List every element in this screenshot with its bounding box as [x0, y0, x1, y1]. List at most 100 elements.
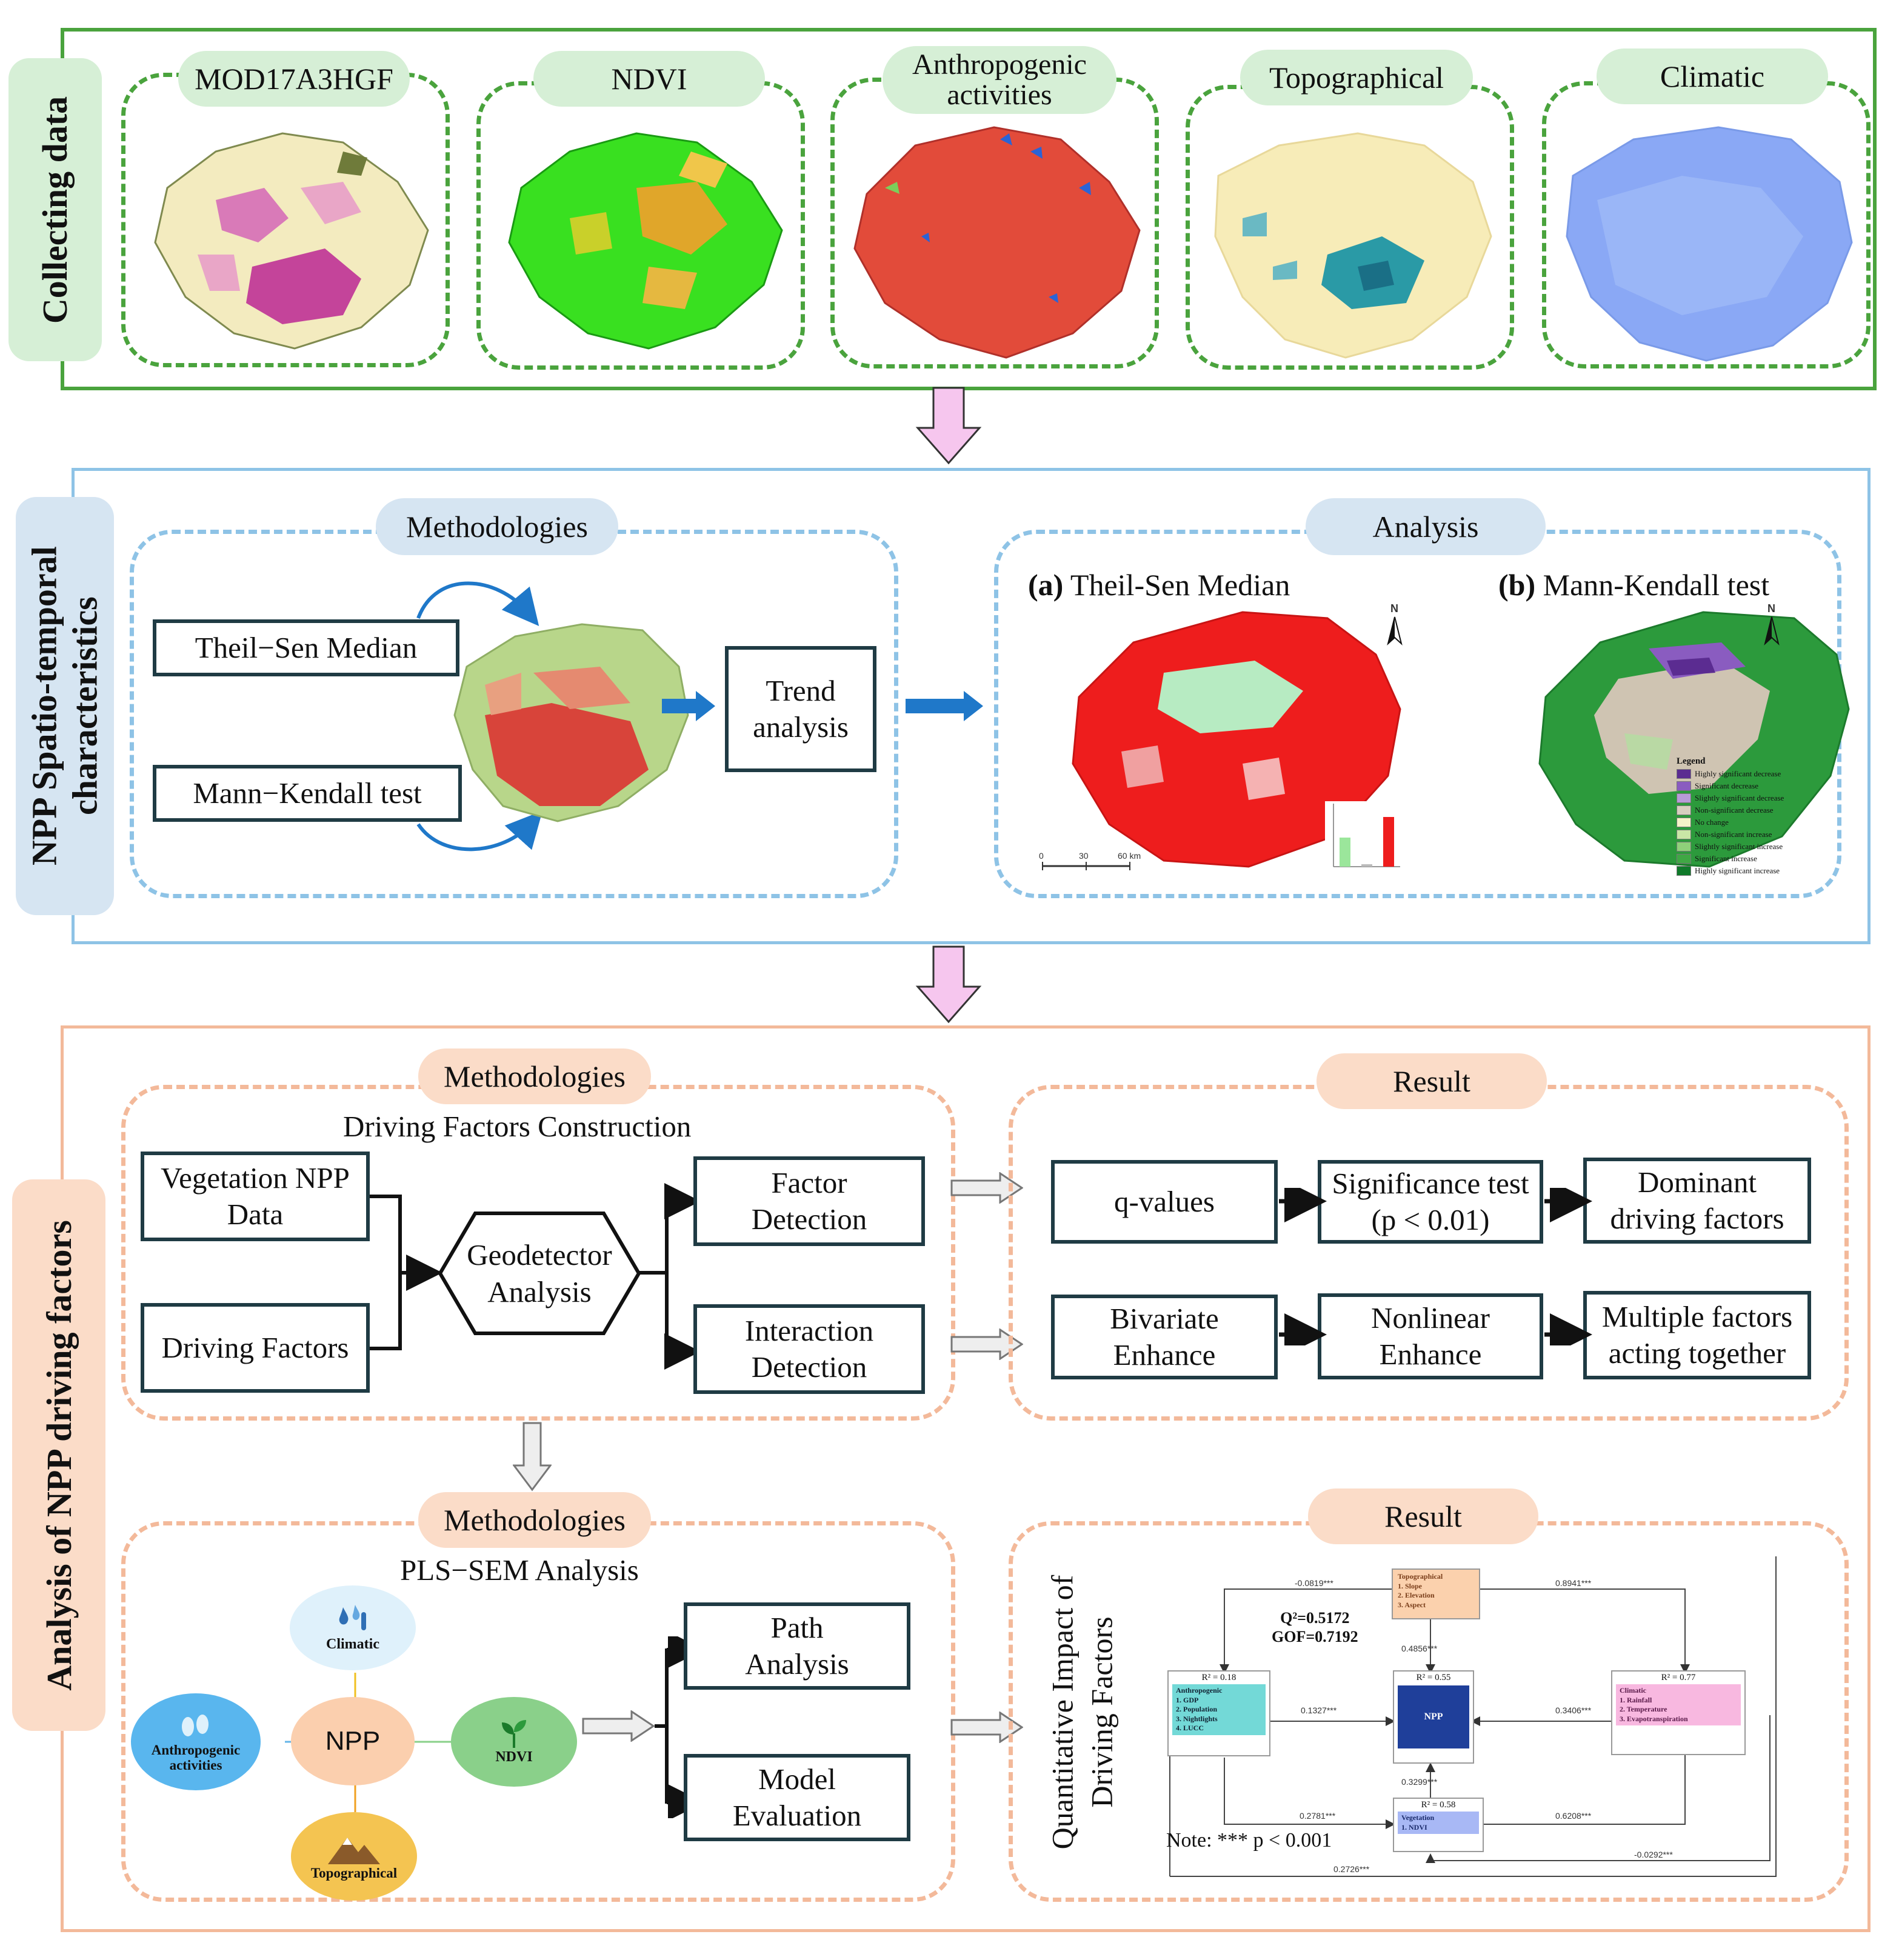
mk-legend-item: Significant decrease: [1677, 780, 1820, 792]
dominant-driving-factors-box: Dominant driving factors: [1583, 1158, 1811, 1244]
map-anthropogenic: [853, 126, 1141, 359]
mk-legend-swatch: [1677, 781, 1691, 791]
driving-factors-construction-title: Driving Factors Construction: [343, 1110, 692, 1143]
mk-legend-swatch: [1677, 805, 1691, 815]
curved-arrows: [416, 581, 543, 852]
pls-sem-pill: Methodologies: [418, 1492, 651, 1548]
pill-mod17a3hgf: MOD17A3HGF: [178, 51, 410, 107]
analysis-a-title: (a) Theil-Sen Median: [1028, 567, 1290, 602]
gof-value: GOF=0.7192: [1272, 1628, 1358, 1646]
quantitative-impact-label: Quantitative Impact of Driving Factors: [1030, 1539, 1133, 1885]
sem-veg-title: Vegetation: [1401, 1813, 1435, 1822]
mk-legend-swatch: [1677, 854, 1691, 864]
topographical-node: Topographical: [291, 1812, 417, 1901]
sem-veg-r2: R² = 0.58: [1421, 1800, 1456, 1810]
mann-kendall-box: Mann−Kendall test: [153, 765, 462, 822]
mk-legend-label: Slightly significant decrease: [1695, 793, 1784, 802]
pill-anthropogenic: Anthropogenic activities: [883, 46, 1116, 114]
climatic-node: Climatic: [290, 1585, 416, 1670]
analysis-b-tag: (b): [1498, 568, 1536, 602]
sem-note: Note: *** p < 0.001: [1166, 1829, 1332, 1852]
sem-connectors: [1169, 1556, 1777, 1877]
mk-legend-label: Significant decrease: [1695, 781, 1759, 790]
factor-detection-box: Factor Detection: [693, 1156, 925, 1246]
geodetector-connectors: [370, 1183, 701, 1370]
mk-legend-swatch: [1677, 793, 1691, 803]
mk-legend-swatch: [1677, 818, 1691, 827]
path-analysis-box: Path Analysis: [684, 1602, 910, 1690]
pill-climatic: Climatic: [1597, 48, 1828, 104]
sem-anthro-item-3: 3. Nightlights: [1176, 1714, 1218, 1723]
model-evaluation-box: Model Evaluation: [684, 1754, 910, 1841]
coef-anthro-veg: 0.2781***: [1300, 1811, 1336, 1821]
sem-climatic-item-2: 2. Temperature: [1620, 1705, 1667, 1714]
trend-analysis-box: Trend analysis: [725, 646, 876, 772]
mountain-icon: [328, 1838, 380, 1864]
sem-climatic-item-1: 1. Rainfall: [1620, 1695, 1652, 1704]
result1-arrows: [1279, 1188, 1592, 1345]
mk-legend-label: Slightly significant increase: [1695, 842, 1783, 851]
sem-anthro-item-4: 4. LUCC: [1176, 1724, 1204, 1733]
sem-climatic-title: Climatic: [1620, 1686, 1646, 1695]
ndvi-node-label: NDVI: [495, 1748, 533, 1765]
npp-node-label: NPP: [325, 1726, 381, 1756]
scale-label-0: 0: [1039, 851, 1044, 861]
analysis-a-tag: (a): [1028, 568, 1064, 602]
significance-test-box: Significance test (p < 0.01): [1318, 1160, 1543, 1244]
sem-anthro-item-2: 2. Population: [1176, 1705, 1218, 1714]
vegetation-npp-data-box: Vegetation NPP Data: [141, 1152, 370, 1241]
mk-legend-swatch: [1677, 842, 1691, 852]
npp-spatiotemporal-side-label: NPP Spatio-temporal characteristics: [16, 497, 114, 915]
coef-topo-anthro: -0.0819***: [1295, 1578, 1333, 1588]
coef-topo-npp: 0.4856***: [1401, 1644, 1438, 1653]
sem-anthro-r2: R² = 0.18: [1201, 1673, 1237, 1682]
driving-factors-side-label: Analysis of NPP driving factors: [12, 1179, 105, 1731]
blue-arrow-2: [906, 691, 983, 721]
sem-npp-box: R² = 0.55 NPP: [1393, 1670, 1474, 1764]
sem-topo-item-1: 1. Slope: [1398, 1581, 1423, 1590]
sem-anthro-item-1: 1. GDP: [1176, 1695, 1199, 1704]
pink-down-arrow-1: [915, 387, 982, 465]
mk-legend-item: Slightly significant increase: [1677, 841, 1820, 853]
nonlinear-enhance-box: Nonlinear Enhance: [1318, 1293, 1543, 1379]
sem-npp-r2: R² = 0.55: [1416, 1673, 1451, 1682]
scale-label-30: 30: [1079, 851, 1089, 861]
mk-legend-item: Significant increase: [1677, 853, 1820, 865]
mk-legend-title: Legend: [1677, 756, 1706, 766]
analysis-a-text: Theil-Sen Median: [1070, 568, 1290, 602]
analysis-b-text: Mann-Kendall test: [1543, 568, 1770, 602]
topographical-node-label: Topographical: [310, 1865, 398, 1881]
mk-legend-label: Highly significant decrease: [1695, 769, 1781, 778]
north-arrow-a: N: [1390, 602, 1398, 615]
sem-npp-title: NPP: [1398, 1685, 1469, 1748]
analysis-b-title: (b) Mann-Kendall test: [1498, 567, 1769, 602]
sem-veg-item-1: 1. NDVI: [1401, 1822, 1427, 1832]
mk-legend-label: Non-significant decrease: [1695, 805, 1774, 815]
collecting-data-side-label: Collecting data: [8, 58, 102, 361]
driving-factors-box: Driving Factors: [141, 1303, 370, 1393]
coef-anthro-npp: 0.1327***: [1301, 1705, 1337, 1715]
interaction-detection-box: Interaction Detection: [693, 1304, 925, 1394]
result1-pill: Result: [1317, 1053, 1547, 1109]
geodetector-pill: Methodologies: [418, 1048, 651, 1104]
coef-bottom-right: -0.0292***: [1634, 1850, 1673, 1859]
multiple-factors-box: Multiple factors acting together: [1583, 1291, 1811, 1379]
npp-analysis-pill: Analysis: [1306, 498, 1546, 555]
bivariate-enhance-box: Bivariate Enhance: [1051, 1295, 1278, 1379]
sem-topo-item-3: 3. Aspect: [1398, 1600, 1426, 1609]
sem-topo-title: Topographical: [1398, 1572, 1443, 1581]
pill-ndvi: NDVI: [533, 51, 765, 107]
mk-legend-label: Significant increase: [1695, 854, 1757, 863]
mann-kendall-map: [1538, 611, 1850, 868]
theil-sen-box: Theil−Sen Median: [153, 619, 459, 676]
sem-topo-item-2: 2. Elevation: [1398, 1591, 1435, 1600]
pill-topographical: Topographical: [1240, 50, 1473, 105]
map-climatic: [1566, 126, 1853, 362]
pink-down-arrow-2: [915, 945, 982, 1024]
coef-veg-npp: 0.3299***: [1401, 1777, 1438, 1787]
side-label-line1: NPP Spatio-temporal: [24, 546, 64, 866]
map-mod17a3hgf: [154, 132, 429, 350]
mk-legend-swatch: [1677, 769, 1691, 779]
